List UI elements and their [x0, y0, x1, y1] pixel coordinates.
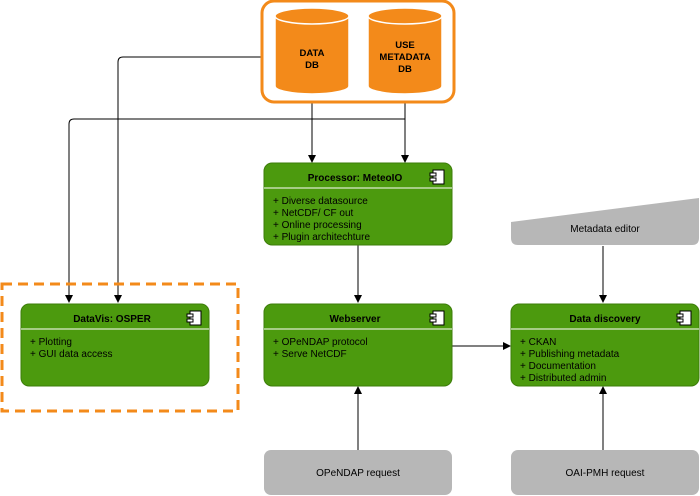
oai-request: OAI-PMH request — [511, 450, 699, 495]
component-item: + Plugin architechture — [273, 232, 370, 243]
component-icon — [186, 310, 202, 326]
manual-input-shape — [511, 198, 699, 245]
component-box — [510, 303, 700, 387]
component-item: + GUI data access — [30, 349, 113, 360]
metadata-editor-input: Metadata editor — [511, 198, 699, 245]
component-item: + NetCDF/ CF out — [273, 208, 354, 219]
database-icon — [367, 16, 443, 95]
request-box — [264, 450, 452, 495]
discovery-component: Data discovery + CKAN + Publishing metad… — [510, 303, 700, 387]
db-label-line2: DB — [305, 60, 319, 71]
oai-request-label: OAI-PMH request — [566, 468, 645, 479]
database-top — [367, 7, 443, 25]
component-icon — [429, 310, 445, 326]
database-top — [274, 7, 350, 25]
component-box — [20, 303, 210, 387]
db-label-line2: METADATA — [379, 52, 430, 63]
db-label-line3: DB — [398, 64, 412, 75]
datavis-component: DataVis: OSPER + Plotting + GUI data acc… — [20, 303, 210, 387]
request-box — [511, 450, 699, 495]
component-icon — [676, 310, 692, 326]
processor-component: Processor: MeteoIO + Diverse datasource … — [263, 162, 453, 246]
component-title: Processor: MeteoIO — [308, 173, 403, 184]
component-box — [263, 303, 453, 387]
opendap-request-label: OPeNDAP request — [316, 468, 400, 479]
connectors — [65, 56, 607, 450]
component-item: + OPeNDAP protocol — [273, 337, 368, 348]
component-title: Webserver — [330, 314, 381, 325]
component-item: + CKAN — [520, 337, 556, 348]
arrow-metadb-to-datavis — [65, 118, 405, 303]
component-item: + Plotting — [30, 337, 72, 348]
datavis-highlight-frame — [0, 282, 240, 413]
arrow-datadb-to-datavis — [114, 56, 275, 303]
database-group: DATA DB USE METADATA DB — [260, 0, 456, 104]
component-title: Data discovery — [569, 314, 641, 325]
db-label-line1: USE — [395, 40, 415, 51]
opendap-request: OPeNDAP request — [264, 450, 452, 495]
component-item: + Diverse datasource — [273, 196, 368, 207]
component-box — [263, 162, 453, 246]
component-icon — [429, 169, 445, 185]
webserver-component: Webserver + OPeNDAP protocol + Serve Net… — [263, 303, 453, 387]
component-item: + Serve NetCDF — [273, 349, 347, 360]
component-item: + Online processing — [273, 220, 362, 231]
database-icon — [274, 16, 350, 95]
data-db: DATA DB — [274, 7, 350, 95]
metadata-db: USE METADATA DB — [367, 7, 443, 95]
component-title: DataVis: OSPER — [73, 314, 151, 325]
metadata-editor-label: Metadata editor — [570, 224, 640, 235]
component-item: + Distributed admin — [520, 373, 606, 384]
component-item: + Publishing metadata — [520, 349, 620, 360]
component-item: + Documentation — [520, 361, 596, 372]
db-label-line1: DATA — [300, 48, 325, 59]
